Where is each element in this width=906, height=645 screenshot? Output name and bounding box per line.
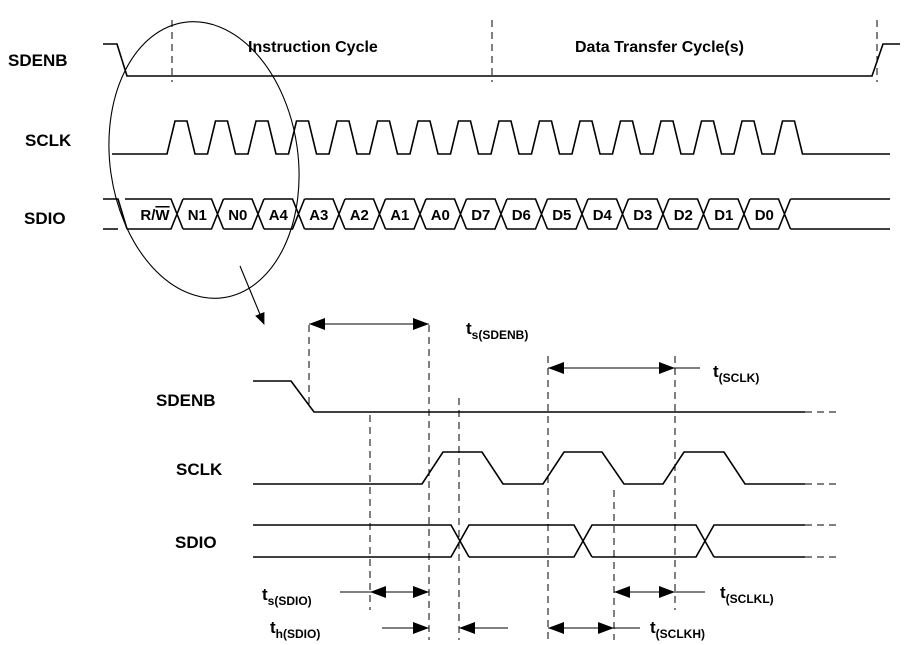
detail-sdenb-label: SDENB <box>156 391 216 410</box>
overview-sdio-rails <box>103 198 890 230</box>
t-sclk-arrowhead-left <box>548 362 564 374</box>
t-sclkl-label: t(SCLKL) <box>720 583 774 606</box>
overview-sclk-label: SCLK <box>25 131 72 150</box>
sdio-bit-label: D7 <box>471 207 490 224</box>
sdio-bit-label: D4 <box>593 207 613 224</box>
zoom-arrow <box>239 265 265 325</box>
detail-sdio-label: SDIO <box>175 533 217 552</box>
sdio-bit-label: A0 <box>431 207 450 224</box>
t-sclk-label: t(SCLK) <box>713 362 759 385</box>
sdio-bit-label: R/W <box>140 207 170 224</box>
sdio-bit-label: A3 <box>309 207 328 224</box>
sdio-bit-label: D1 <box>714 207 733 224</box>
t-sclkl-arrowhead-left <box>614 586 630 598</box>
detail-sclk-waveform <box>253 451 805 485</box>
ts-sdenb-label: ts(SDENB) <box>466 319 528 342</box>
t-sclkh-arrowhead-left <box>548 622 564 634</box>
sdio-bit-label: D3 <box>633 207 652 224</box>
t-sclkl-arrowhead-right <box>659 586 675 598</box>
overview-sdio-label: SDIO <box>24 209 66 228</box>
ts-sdio-arrowhead-left <box>370 586 386 598</box>
detail-sdenb-waveform <box>253 380 805 413</box>
sdio-bit-label: N1 <box>188 207 207 224</box>
th-sdio-arrowhead-right <box>459 622 475 634</box>
data-transfer-cycle-label: Data Transfer Cycle(s) <box>575 39 744 56</box>
t-sclk-arrowhead-right <box>659 362 675 374</box>
detail-sdio-waveform <box>253 524 805 558</box>
detail-sclk-label: SCLK <box>176 460 223 479</box>
overview-sdenb-waveform <box>103 43 900 77</box>
overview-section: SDENB SCLK SDIO Instruction Cycle Data T… <box>8 20 900 325</box>
t-sclkh-label: t(SCLKH) <box>650 618 705 641</box>
sdio-bit-label: D6 <box>512 207 531 224</box>
sdio-bit-label: A4 <box>269 207 289 224</box>
zoom-ellipse <box>108 21 300 299</box>
instruction-cycle-label: Instruction Cycle <box>248 39 378 56</box>
sdio-bit-label: A2 <box>350 207 369 224</box>
ts-sdio-arrowhead-right <box>413 586 429 598</box>
ts-sdenb-arrowhead-right <box>413 318 429 330</box>
sdio-bit-label: D0 <box>755 207 774 224</box>
overview-sdenb-label: SDENB <box>8 51 68 70</box>
th-sdio-label: th(SDIO) <box>270 618 320 641</box>
overview-sdio-bus: R/W N1 N0 A4 A3 A2 A1 A0 D7 D6 D5 D4 D3 D2 D1 D0 <box>103 198 890 230</box>
sdio-bit-label: N0 <box>228 207 247 224</box>
sdio-bit-label: A1 <box>390 207 409 224</box>
ts-sdenb-arrowhead-left <box>309 318 325 330</box>
sdio-bit-label: D2 <box>674 207 693 224</box>
t-sclkh-arrowhead-right <box>598 622 614 634</box>
th-sdio-arrowhead-left <box>413 622 429 634</box>
ts-sdio-label: ts(SDIO) <box>262 585 312 608</box>
sdio-bit-label: D5 <box>552 207 571 224</box>
overview-sclk-waveform <box>112 120 890 155</box>
detail-section: SDENB SCLK SDIO ts(SDENB) t(SCLK) <box>156 318 840 641</box>
